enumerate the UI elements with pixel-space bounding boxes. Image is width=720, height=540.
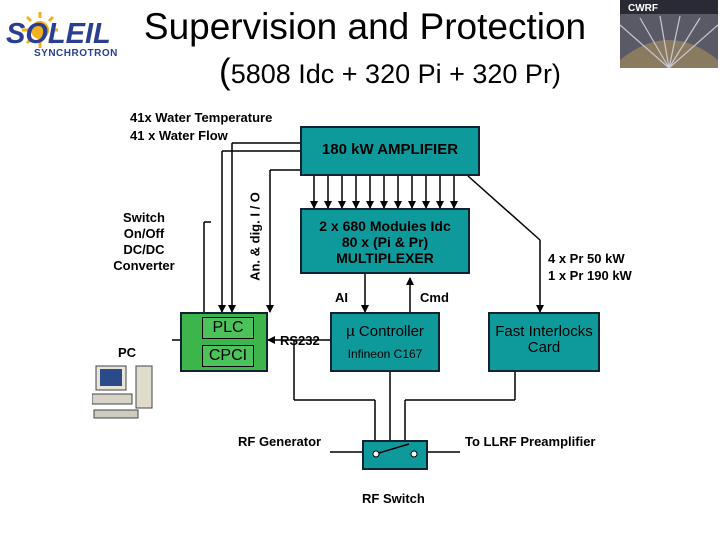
ai-label: AI: [335, 290, 348, 305]
rs232-label: RS232: [280, 333, 320, 348]
fi-line2: Card: [527, 339, 561, 356]
mux-line2: 80 x (Pi & Pr): [341, 234, 429, 250]
switch-line4: Converter: [113, 258, 175, 273]
mux-line1: 2 x 680 Modules Idc: [319, 218, 451, 234]
water-temp-label: 41x Water Temperature: [130, 110, 273, 125]
rf-switch-box: [362, 440, 428, 470]
facility-photo: CWRF: [619, 0, 719, 69]
subtitle-paren: (: [219, 52, 231, 91]
rf-generator-label: RF Generator: [238, 434, 322, 449]
plc-cpci-box: PLC CPCI: [180, 312, 268, 372]
switch-line1: Switch: [123, 210, 165, 225]
switch-converter-label: Switch On/Off DC/DC Converter: [104, 210, 184, 274]
controller-label: µ Controller: [346, 323, 424, 340]
pr-line2: 1 x Pr 190 kW: [548, 268, 632, 283]
pc-computer-icon: [91, 364, 172, 424]
switch-symbol-icon: [372, 443, 418, 458]
multiplexer-box: 2 x 680 Modules Idc 80 x (Pi & Pr) MULTI…: [300, 208, 470, 274]
mux-line3: MULTIPLEXER: [336, 250, 434, 266]
subtitle-text: 5808 Idc + 320 Pi + 320 Pr): [230, 59, 561, 89]
logo-subtitle: SYNCHROTRON: [34, 48, 118, 59]
switch-line3: DC/DC: [123, 242, 165, 257]
pr-line1: 4 x Pr 50 kW: [548, 251, 625, 266]
soleil-logo: SOLEIL SYNCHROTRON: [4, 8, 122, 64]
controller-box: µ Controller Infineon C167: [330, 312, 440, 372]
page-title: Supervision and Protection: [143, 6, 587, 47]
fi-line1: Fast Interlocks: [495, 323, 593, 340]
logo-word: SOLEIL: [6, 18, 111, 50]
an-dig-io-label: An. & dig. I / O: [247, 192, 263, 281]
rf-switch-label: RF Switch: [362, 491, 425, 506]
plc-box: PLC: [202, 317, 254, 339]
fast-interlocks-box: Fast Interlocks Card: [488, 312, 600, 372]
amplifier-box: 180 kW AMPLIFIER: [300, 126, 480, 176]
multiplexer-label: 2 x 680 Modules Idc 80 x (Pi & Pr) MULTI…: [302, 218, 468, 266]
cpci-box: CPCI: [202, 345, 254, 367]
controller-chip-label: Infineon C167: [347, 347, 423, 361]
cmd-label: Cmd: [420, 290, 449, 305]
to-llrf-label: To LLRF Preamplifier: [465, 434, 596, 449]
pr-power-label: 4 x Pr 50 kW 1 x Pr 190 kW: [548, 250, 632, 284]
amplifier-label: 180 kW AMPLIFIER: [321, 141, 459, 158]
pc-label: PC: [118, 345, 137, 360]
fast-interlocks-label: Fast Interlocks Card: [490, 324, 598, 356]
sun-icon: [22, 12, 58, 48]
photo-badge: CWRF: [628, 3, 658, 14]
switch-line2: On/Off: [123, 226, 165, 241]
page-subtitle: (5808 Idc + 320 Pi + 320 Pr): [120, 52, 660, 92]
water-flow-label: 41 x Water Flow: [130, 128, 228, 143]
